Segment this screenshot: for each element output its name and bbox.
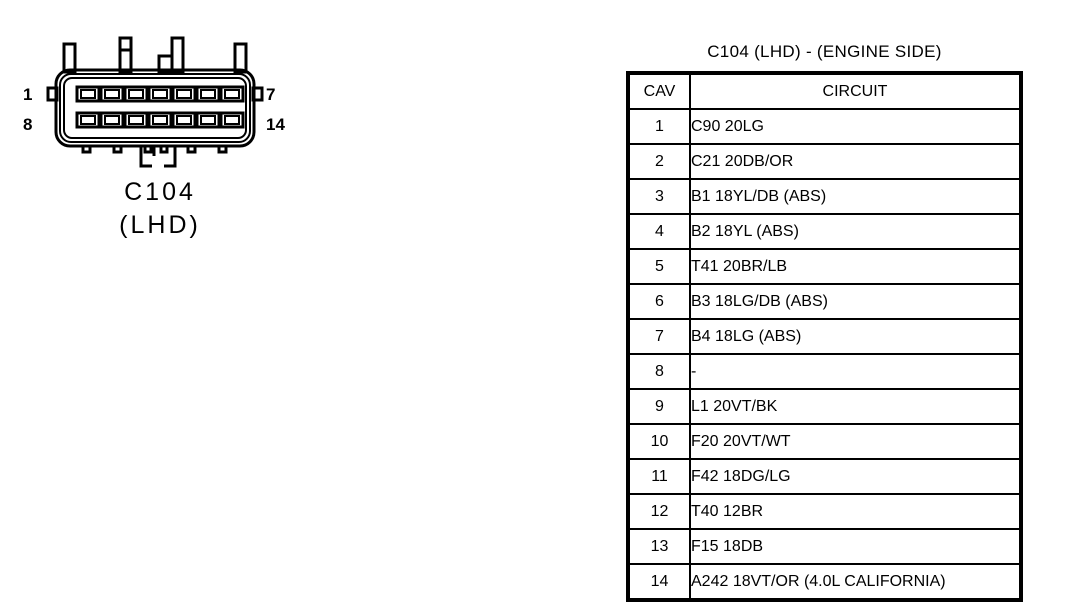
cav-cell: 3 bbox=[627, 178, 691, 215]
connector-bottom-latches bbox=[139, 146, 177, 168]
cav-cell: 13 bbox=[627, 528, 691, 565]
connector-caption-name: C104 bbox=[124, 178, 196, 206]
connector-cavities bbox=[75, 85, 245, 129]
circuit-cell: F42 18DG/LG bbox=[689, 458, 1022, 495]
column-header-cav: CAV bbox=[627, 72, 691, 110]
connector-pinout-drawing bbox=[46, 36, 264, 168]
circuit-cell: T40 12BR bbox=[689, 493, 1022, 530]
cav-cell: 9 bbox=[627, 388, 691, 425]
column-header-circuit: CIRCUIT bbox=[689, 72, 1022, 110]
connector-caption-variant: (LHD) bbox=[119, 211, 201, 239]
circuit-cell: F20 20VT/WT bbox=[689, 423, 1022, 460]
circuit-cell: T41 20BR/LB bbox=[689, 248, 1022, 285]
cav-cell: 5 bbox=[627, 248, 691, 285]
pin-number-bottom-right: 14 bbox=[266, 115, 285, 134]
circuit-cell: B2 18YL (ABS) bbox=[689, 213, 1022, 250]
table-title: C104 (LHD) - (ENGINE SIDE) bbox=[707, 42, 942, 61]
connector-top-tabs bbox=[62, 42, 248, 74]
connector-side-tabs bbox=[46, 86, 264, 102]
circuit-cell: C90 20LG bbox=[689, 108, 1022, 145]
circuit-cell: - bbox=[689, 353, 1022, 390]
pin-number-top-left: 1 bbox=[23, 85, 33, 104]
cav-cell: 11 bbox=[627, 458, 691, 495]
circuit-cell: B4 18LG (ABS) bbox=[689, 318, 1022, 355]
cav-cell: 14 bbox=[627, 563, 691, 601]
pin-number-top-right: 7 bbox=[266, 85, 276, 104]
table-header-row: CAV CIRCUIT bbox=[627, 72, 1022, 110]
connector-shell bbox=[54, 68, 256, 148]
cav-cell: 10 bbox=[627, 423, 691, 460]
cav-cell: 6 bbox=[627, 283, 691, 320]
circuit-cell: A242 18VT/OR (4.0L CALIFORNIA) bbox=[689, 563, 1022, 601]
pin-number-bottom-left: 8 bbox=[23, 115, 33, 134]
circuit-cell: C21 20DB/OR bbox=[689, 143, 1022, 180]
circuit-cell: B1 18YL/DB (ABS) bbox=[689, 178, 1022, 215]
cavity-row-lower bbox=[75, 111, 245, 129]
cav-cell: 8 bbox=[627, 353, 691, 390]
circuit-cell: B3 18LG/DB (ABS) bbox=[689, 283, 1022, 320]
circuit-cell: F15 18DB bbox=[689, 528, 1022, 565]
cav-cell: 12 bbox=[627, 493, 691, 530]
cav-cell: 1 bbox=[627, 108, 691, 145]
table-row: 8- bbox=[627, 353, 1022, 390]
cav-cell: 4 bbox=[627, 213, 691, 250]
cav-cell: 2 bbox=[627, 143, 691, 180]
circuit-cell: L1 20VT/BK bbox=[689, 388, 1022, 425]
circuit-table-block: C104 (LHD) - (ENGINE SIDE) CAV CIRCUIT 1… bbox=[626, 42, 1026, 602]
connector-figure: 1 8 7 14 C104 (LHD) bbox=[0, 0, 330, 260]
connector-caption: C104 (LHD) bbox=[60, 176, 260, 242]
connector-bottom-nubs bbox=[81, 144, 228, 154]
connector-center-tabs bbox=[118, 36, 185, 74]
cav-cell: 7 bbox=[627, 318, 691, 355]
cavity-row-upper bbox=[75, 85, 245, 103]
